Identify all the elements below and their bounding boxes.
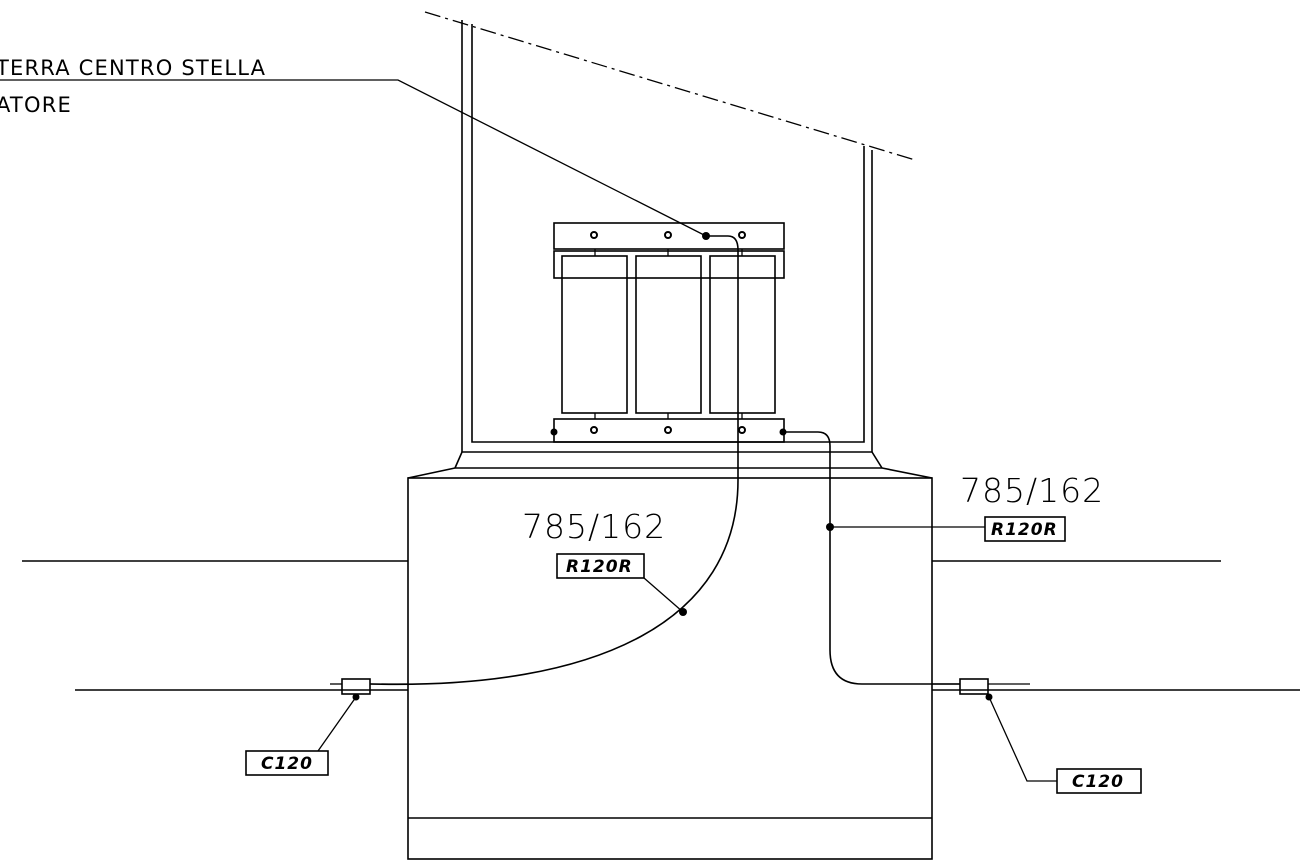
bolt-hole-icon bbox=[664, 231, 672, 239]
bolt-hole-icon bbox=[738, 426, 746, 434]
left-connector-code-box bbox=[245, 750, 329, 776]
right-connector-code-box bbox=[1056, 768, 1142, 794]
left-earth-cable bbox=[369, 235, 739, 686]
left-cable-code: R120R bbox=[566, 557, 633, 577]
earth-conductor-line bbox=[75, 683, 1300, 691]
annotation-leader bbox=[0, 79, 710, 240]
annotation-line-1: TERRA CENTRO STELLA bbox=[0, 56, 266, 80]
left-connector-code: C120 bbox=[261, 754, 313, 774]
foundation-block bbox=[407, 477, 933, 860]
left-cable-section: 785/162 bbox=[522, 507, 666, 546]
right-earth-cable bbox=[783, 431, 985, 685]
transformer bbox=[550, 222, 787, 443]
roof-center-line bbox=[424, 11, 916, 161]
bolt-hole-icon bbox=[664, 426, 672, 434]
plinth-top bbox=[407, 451, 933, 479]
right-cable-section: 785/162 bbox=[960, 471, 1104, 510]
bolt-hole-icon bbox=[590, 231, 598, 239]
right-connector bbox=[959, 678, 1057, 782]
right-cable-code-box bbox=[984, 516, 1066, 542]
annotation-line-2: ATORE bbox=[0, 93, 72, 117]
right-cable-code: R120R bbox=[991, 520, 1058, 540]
right-connector-code: C120 bbox=[1072, 772, 1124, 792]
left-connector bbox=[317, 678, 371, 752]
bolt-hole-icon bbox=[590, 426, 598, 434]
left-cable-code-box bbox=[556, 553, 645, 579]
bolt-hole-icon bbox=[738, 231, 746, 239]
